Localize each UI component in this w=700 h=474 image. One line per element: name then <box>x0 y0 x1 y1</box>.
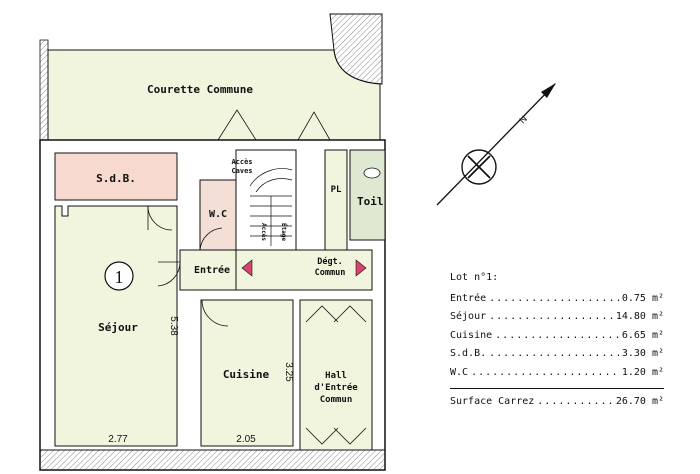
stair-steps <box>249 168 293 246</box>
legend-row-value: 6.65 m² <box>621 329 664 341</box>
sdb-label: S.d.B. <box>96 172 136 185</box>
hall-doors <box>305 305 367 445</box>
courette-label: Courette Commune <box>147 83 253 96</box>
entrance-arrow-right <box>355 259 367 277</box>
legend-row-value: 3.30 m² <box>621 348 664 360</box>
legend-total-label: Surface Carrez <box>450 396 535 408</box>
legend-total-value: 26.70 m² <box>615 396 664 408</box>
leader-dots <box>471 367 619 378</box>
legend-total-row: Surface Carrez 26.70 m² <box>450 393 664 412</box>
entrance-arrow-left <box>241 259 253 277</box>
leader-dots <box>489 293 619 304</box>
compass-north-letter: N <box>517 114 529 126</box>
courette-left-wall <box>39 39 49 141</box>
wc-label: W.C <box>209 209 227 220</box>
legend-row-value: 1.20 m² <box>621 366 664 378</box>
stair-etage-label: Étage <box>280 223 288 241</box>
bottom-wall <box>39 449 386 471</box>
cuisine-door-arc <box>201 299 229 327</box>
legend-row-label: Entrée <box>450 292 487 304</box>
legend-row: S.d.B. 3.30 m² <box>450 345 664 364</box>
legend-row-label: Cuisine <box>450 329 493 341</box>
hall-label-3: Commun <box>320 395 353 405</box>
sdb-room <box>54 152 178 201</box>
legend-row-label: S.d.B. <box>450 348 487 360</box>
hall-label-1: Hall <box>325 371 347 381</box>
degt-label-1: Dégt. <box>317 256 343 267</box>
legend-row: W.C 1.20 m² <box>450 363 664 382</box>
cuisine-room <box>200 299 294 447</box>
leader-dots <box>489 348 619 359</box>
leader-dots <box>537 396 613 407</box>
legend-row: Cuisine 6.65 m² <box>450 326 664 345</box>
degt-label-2: Commun <box>315 268 346 278</box>
cuisine-width-dim: 2.05 <box>236 434 256 445</box>
legend-row: Entrée 0.75 m² <box>450 289 664 308</box>
entree-label: Entrée <box>194 264 230 276</box>
legend-row-value: 14.80 m² <box>615 311 664 323</box>
stair-acces-label: Accès <box>260 223 267 241</box>
surface-legend: Lot n°1: Entrée 0.75 m² Séjour 14.80 m² … <box>450 272 664 411</box>
toil-label: Toil <box>357 195 384 208</box>
legend-divider <box>450 387 664 389</box>
lot-badge-number: 1 <box>115 267 124 287</box>
legend-row-value: 0.75 m² <box>621 292 664 304</box>
sejour-height-dim: 5.38 <box>168 316 179 336</box>
toil-room <box>349 149 386 241</box>
toilet-bowl-icon <box>363 167 381 179</box>
pl-room <box>324 149 348 251</box>
sejour-label: Séjour <box>98 321 138 334</box>
sejour-room <box>54 205 178 447</box>
stair-zone <box>235 149 297 251</box>
legend-row-label: Séjour <box>450 311 487 323</box>
cuisine-height-dim: 3.25 <box>283 362 294 382</box>
cuisine-label: Cuisine <box>223 368 270 381</box>
leader-dots <box>489 311 613 322</box>
legend-row-label: W.C <box>450 366 469 378</box>
compass-icon <box>436 83 556 206</box>
acces-caves-label-1: Accès <box>231 158 252 166</box>
wc-door-arc <box>199 227 223 251</box>
pl-label: PL <box>331 185 342 195</box>
legend-row: Séjour 14.80 m² <box>450 308 664 327</box>
hall-label-2: d'Entrée <box>314 382 358 393</box>
acces-caves-label-2: Caves <box>231 167 252 175</box>
entree-room <box>179 249 237 291</box>
leader-dots <box>495 330 619 341</box>
degt-room <box>235 249 373 291</box>
courtyard-doors <box>217 109 331 141</box>
lot-badge-circle <box>104 261 134 291</box>
courette-hatched-wall <box>329 13 383 85</box>
legend-title: Lot n°1: <box>450 272 499 283</box>
entree-door-arc <box>157 261 181 287</box>
sejour-width-dim: 2.77 <box>108 434 128 445</box>
